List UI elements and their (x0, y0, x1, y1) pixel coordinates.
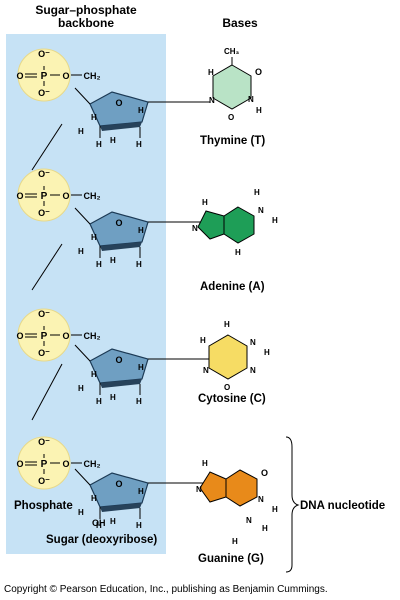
svg-text:H: H (200, 336, 206, 345)
sugar-label: Sugar (deoxyribose) (46, 534, 158, 546)
svg-text:N: N (248, 95, 254, 104)
guanine-base: N H O N H N H H (196, 459, 278, 546)
svg-text:H: H (235, 248, 241, 257)
svg-text:N: N (196, 485, 202, 494)
svg-text:H: H (264, 348, 270, 357)
base-label-guanine: Guanine (G) (198, 553, 264, 565)
phosphate-group-2 (15, 168, 101, 222)
svg-text:H: H (208, 68, 214, 77)
svg-text:CH₃: CH₃ (224, 47, 240, 56)
deoxyribose-sugar-2 (74, 207, 211, 270)
svg-text:N: N (192, 224, 198, 233)
svg-text:H: H (232, 537, 238, 546)
svg-text:H: H (202, 459, 208, 468)
deoxyribose-sugar-1 (74, 87, 211, 150)
phosphate-group-3 (15, 308, 101, 362)
svg-text:N: N (209, 96, 215, 105)
svg-text:H: H (202, 198, 208, 207)
cytosine-base: H H N H N O N (200, 320, 270, 392)
phosphate-group-4 (15, 436, 101, 490)
svg-text:H: H (272, 216, 278, 225)
phosphate-group-1 (15, 48, 101, 102)
deoxyribose-sugar-3 (74, 344, 211, 407)
backbone-header: Sugar–phosphate backbone (35, 3, 137, 30)
svg-text:O: O (224, 383, 230, 392)
base-label-thymine: Thymine (T) (200, 135, 266, 147)
svg-text:O: O (255, 67, 262, 77)
thymine-base: H CH₃ O N H O N (208, 47, 262, 122)
svg-text:H: H (224, 320, 230, 329)
svg-text:H: H (256, 106, 262, 115)
copyright-notice: Copyright © Pearson Education, Inc., pub… (4, 584, 328, 595)
adenine-base: N H H N H H (192, 188, 278, 257)
svg-text:N: N (203, 366, 209, 375)
hydroxyl-label: OH (92, 518, 106, 528)
svg-text:N: N (246, 516, 252, 525)
svg-text:H: H (272, 505, 278, 514)
base-label-cytosine: Cytosine (C) (198, 393, 266, 405)
svg-text:N: N (250, 338, 256, 347)
base-label-adenine: Adenine (A) (200, 281, 265, 293)
svg-text:O: O (261, 468, 268, 478)
phosphate-label: Phosphate (14, 500, 73, 512)
svg-text:N: N (250, 366, 256, 375)
svg-text:H: H (262, 524, 268, 533)
bases-header: Bases (222, 16, 258, 30)
svg-text:O: O (228, 113, 234, 122)
svg-text:N: N (258, 206, 264, 215)
dna-nucleotide-label: DNA nucleotide (300, 500, 386, 512)
nucleotide-bracket (285, 436, 300, 573)
svg-text:H: H (254, 188, 260, 197)
svg-text:N: N (258, 495, 264, 504)
